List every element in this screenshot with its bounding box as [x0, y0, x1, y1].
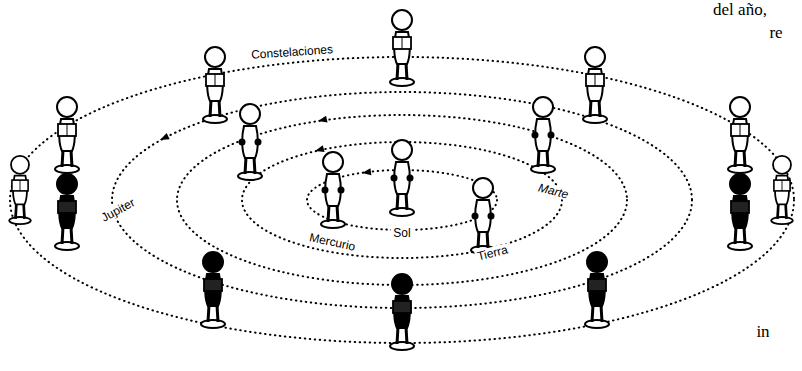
constellation-person [728, 174, 752, 250]
constellation-person [203, 47, 227, 123]
orbit-label: Marte [535, 181, 572, 201]
constellation-person [390, 274, 414, 350]
sun-person [390, 140, 414, 216]
constellation-person [55, 174, 79, 250]
orbit-label: Sol [391, 227, 412, 239]
orbit-arrow [159, 133, 170, 143]
mars-person [531, 97, 555, 173]
constellation-person [585, 252, 609, 328]
constellation-person [201, 252, 225, 328]
orbit-arrow [362, 168, 372, 176]
earth-person [471, 178, 495, 254]
constellation-person [728, 97, 752, 173]
page-text-fragment: re [767, 24, 784, 41]
page-text-fragment: del año, [711, 1, 769, 18]
mercury-person [321, 152, 345, 228]
constellation-person [771, 156, 793, 224]
constellation-person [390, 10, 414, 86]
constellation-person [9, 156, 31, 224]
page-text-fragment: in [754, 323, 771, 340]
constellation-person [583, 47, 607, 123]
orbit-label: Mercurio [306, 231, 358, 253]
orbit-label: Jupiter [98, 195, 139, 224]
orbit-arrow [317, 116, 327, 125]
constellation-person [55, 97, 79, 173]
orbit-label: Constelaciones [249, 43, 336, 61]
jupiter-person [238, 104, 262, 180]
orbit-arrow [314, 145, 325, 154]
